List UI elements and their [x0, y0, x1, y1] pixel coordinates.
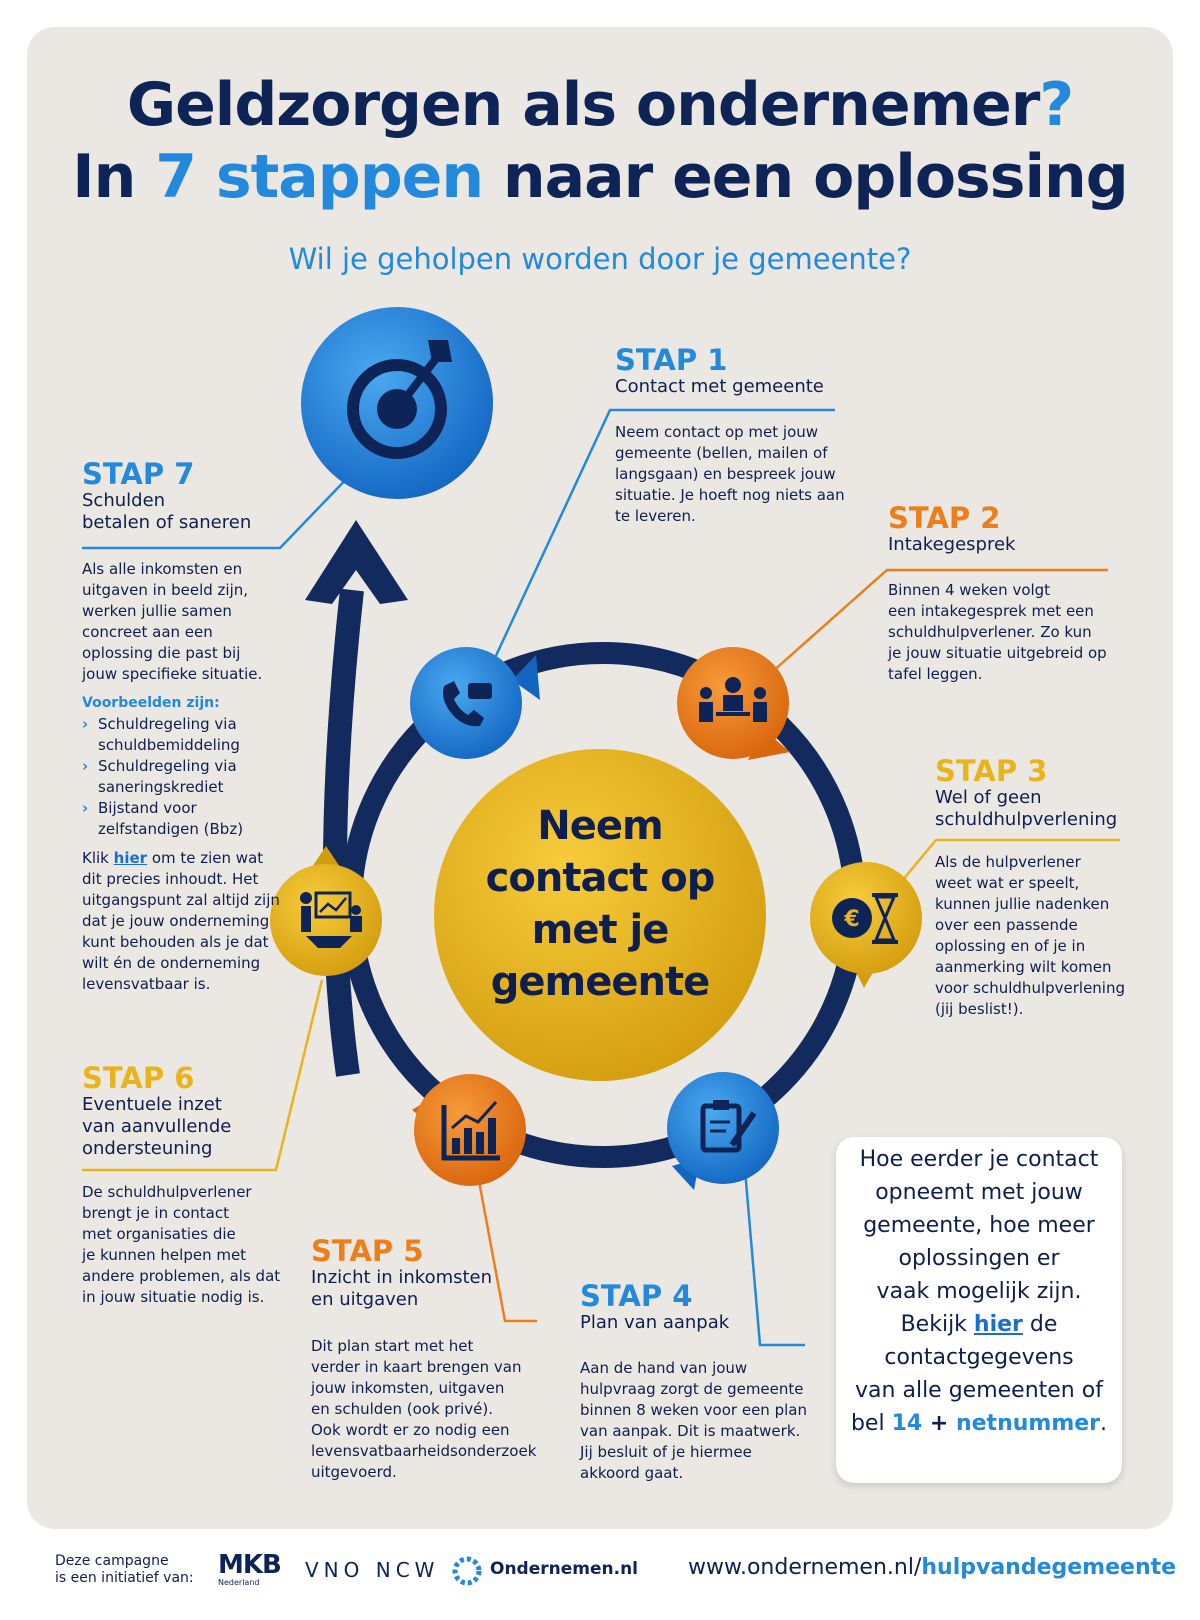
connector-step-7	[82, 469, 356, 550]
step-6: STAP 6 Eventuele inzet van aanvullende o…	[82, 1062, 282, 1160]
vno-ncw-logo: VNO NCW	[305, 1558, 440, 1582]
phone-chat-icon	[410, 647, 540, 759]
ondernemen-logo-icon	[452, 1556, 482, 1586]
title-line-1: Geldzorgen als ondernemer?	[126, 70, 1074, 140]
step-5-heading: STAP 5	[311, 1234, 424, 1268]
subtitle: Wil je geholpen worden door je gemeente?	[288, 242, 912, 276]
presentation-icon	[270, 846, 382, 976]
step-7-hier-link[interactable]: hier	[113, 849, 148, 867]
chevron-right-icon: ›	[82, 715, 89, 733]
svg-text:€: €	[843, 907, 859, 932]
step-2-heading: STAP 2	[888, 501, 1001, 535]
step-1: STAP 1 Contact met gemeente	[615, 344, 855, 398]
chevron-right-icon: ›	[82, 757, 89, 775]
step-3-heading: STAP 3	[935, 754, 1048, 788]
step-4: STAP 4 Plan van aanpak	[580, 1280, 810, 1334]
title-line-2: In 7 stappen naar een oplossing	[72, 142, 1128, 212]
step-7: STAP 7 Schulden betalen of saneren	[82, 458, 282, 534]
step-1-heading: STAP 1	[615, 343, 728, 377]
contact-callout: Hoe eerder je contact opneemt met jouw g…	[836, 1137, 1122, 1483]
return-arrow-shaft	[322, 588, 364, 1077]
ondernemen-logo: Ondernemen.nl	[490, 1559, 639, 1579]
mkb-logo: MKB Nederland	[218, 1550, 282, 1587]
step-5: STAP 5 Inzicht in inkomsten en uitgaven	[311, 1235, 541, 1311]
clipboard-pen-icon	[667, 1072, 779, 1190]
step-3: STAP 3 Wel of geen schuldhulpverlening	[935, 755, 1135, 831]
euro-hourglass-icon: €	[810, 862, 922, 988]
step-2-subtitle: Intakegesprek	[888, 534, 1016, 555]
connector-step-4	[743, 1169, 805, 1347]
footer-url[interactable]: www.ondernemen.nl/hulpvandegemeente	[688, 1555, 1177, 1580]
examples-heading: Voorbeelden zijn:	[82, 695, 220, 711]
step-6-heading: STAP 6	[82, 1061, 195, 1095]
step-2: STAP 2 Intakegesprek	[888, 502, 1118, 556]
center-circle	[434, 749, 766, 1081]
chevron-right-icon: ›	[82, 799, 89, 817]
connector-step-1	[492, 408, 835, 661]
connector-step-2	[771, 568, 1108, 673]
connector-step-5	[474, 1164, 537, 1323]
step-4-heading: STAP 4	[580, 1279, 693, 1313]
bar-chart-icon	[412, 1074, 526, 1186]
meeting-icon	[677, 647, 790, 760]
connector-step-6	[82, 979, 324, 1172]
step-4-subtitle: Plan van aanpak	[580, 1312, 730, 1333]
step-1-subtitle: Contact met gemeente	[615, 376, 824, 397]
target-icon	[301, 307, 493, 499]
return-arrow-head	[305, 520, 408, 604]
callout-hier-link[interactable]: hier	[973, 1312, 1023, 1337]
step-7-heading: STAP 7	[82, 457, 195, 491]
